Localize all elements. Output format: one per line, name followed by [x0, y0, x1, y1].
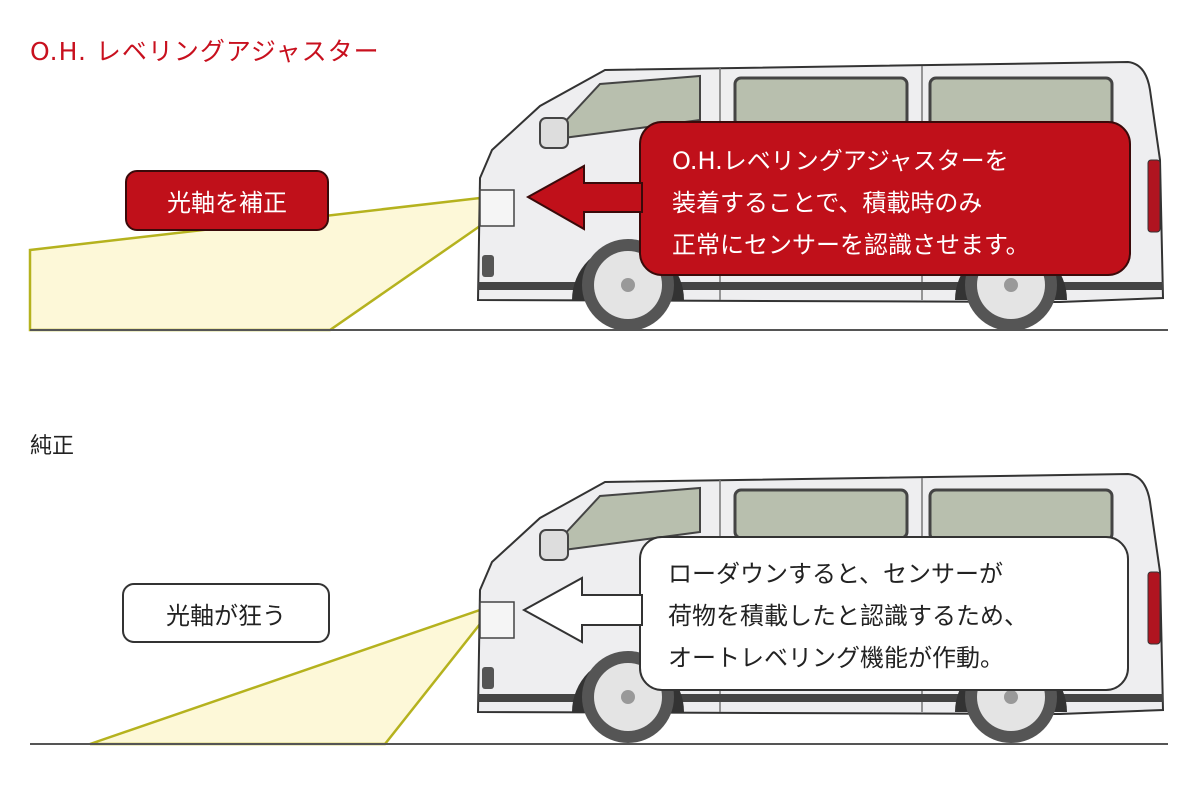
arrow-left-outline-icon — [521, 576, 643, 644]
callout-line: 正常にセンサーを認識させます。 — [672, 231, 1030, 259]
callout-text-bottom: ローダウンすると、センサーが 荷物を積載したと認識するため、 オートレベリング機… — [668, 553, 1028, 679]
corrected-beam — [28, 196, 482, 332]
callout-text-top: O.H.レベリングアジャスターを 装着することで、積載時のみ 正常にセンサーを認… — [672, 140, 1030, 266]
page-title: O.H. レベリングアジャスター — [30, 37, 380, 66]
callout-line: ローダウンすると、センサーが — [668, 560, 1004, 588]
callout-line: 荷物を積載したと認識するため、 — [668, 602, 1028, 630]
arrow-left-icon — [525, 164, 643, 231]
section-heading-stock: 純正 — [30, 434, 75, 459]
callout-line: O.H.レベリングアジャスターを — [672, 147, 1009, 175]
beam-label-misaligned: 光軸が狂う — [122, 583, 330, 643]
callout-line: オートレベリング機能が作動。 — [668, 644, 1004, 672]
callout-line: 装着することで、積載時のみ — [672, 189, 983, 217]
beam-label-corrected: 光軸を補正 — [125, 170, 329, 231]
